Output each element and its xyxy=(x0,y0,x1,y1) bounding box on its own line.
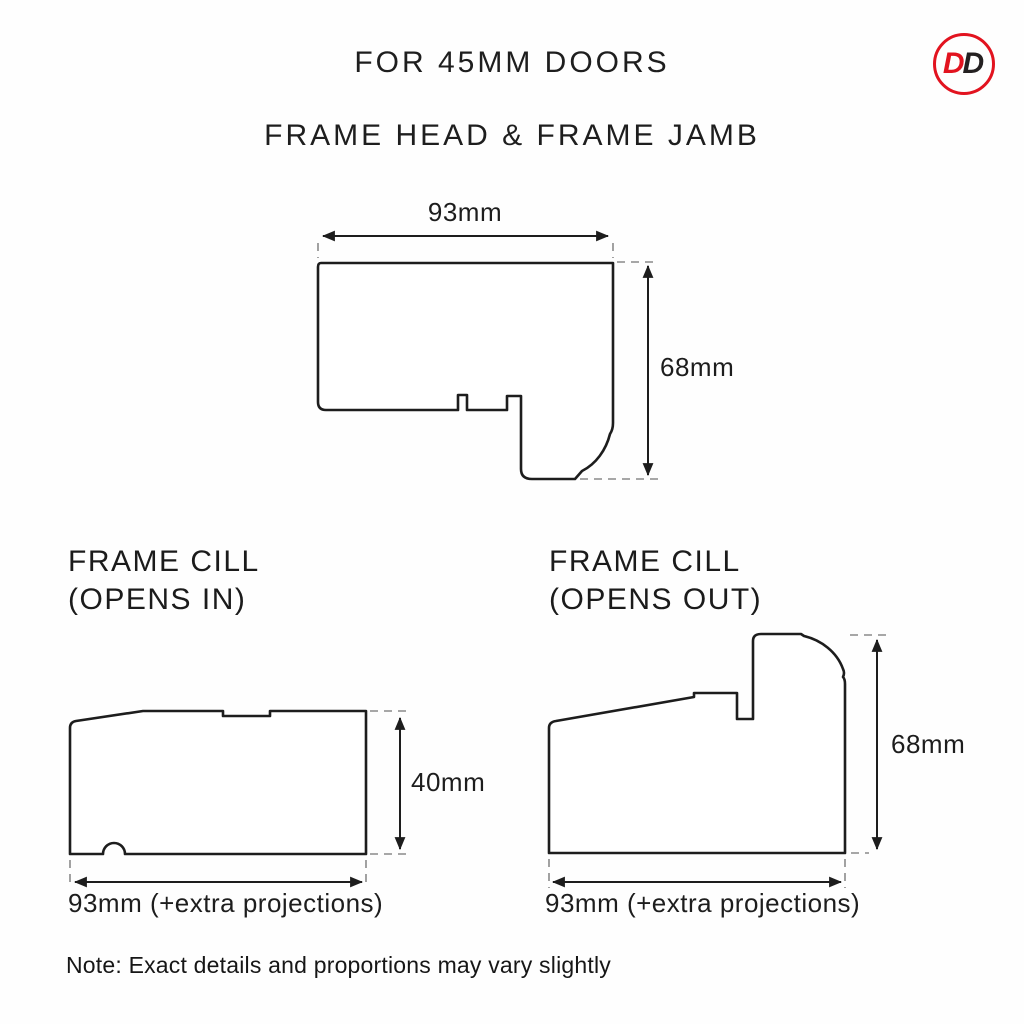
page-subtitle: FRAME HEAD & FRAME JAMB xyxy=(264,119,760,152)
head-jamb-profile-outline xyxy=(316,261,615,481)
head-jamb-diagram xyxy=(316,230,658,481)
cill-opens-in-height-label: 40mm xyxy=(411,767,486,797)
cill-opens-out-title-line1: FRAME CILL xyxy=(549,545,741,578)
cill-opens-in-title-line1: FRAME CILL xyxy=(68,545,260,578)
head-jamb-height-label: 68mm xyxy=(660,352,735,382)
cill-opens-out-height-label: 68mm xyxy=(891,729,966,759)
logo-letter-d1: D xyxy=(942,47,965,80)
cill-opens-out-diagram xyxy=(547,632,890,888)
cill-opens-in-title: FRAME CILL (OPENS IN) xyxy=(68,543,260,619)
page-title: FOR 45MM DOORS xyxy=(354,46,670,79)
footnote: Note: Exact details and proportions may … xyxy=(66,952,611,978)
cill-opens-out-extension-lines xyxy=(548,634,890,888)
cill-opens-in-title-line2: (OPENS IN) xyxy=(68,583,247,616)
cill-opens-out-title-line2: (OPENS OUT) xyxy=(549,583,763,616)
head-jamb-width-label: 93mm xyxy=(427,197,503,227)
cill-opens-in-diagram xyxy=(68,709,412,888)
head-jamb-extension-lines xyxy=(317,243,658,480)
cill-opens-in-width-label: 93mm (+extra projections) xyxy=(68,888,384,918)
cill-opens-in-profile-outline xyxy=(68,709,368,856)
brand-logo: D D xyxy=(933,33,995,95)
cill-opens-out-width-label: 93mm (+extra projections) xyxy=(545,888,861,918)
cill-opens-out-profile-outline xyxy=(547,632,847,855)
cill-opens-out-title: FRAME CILL (OPENS OUT) xyxy=(549,543,762,619)
logo-letter-d2: D xyxy=(962,47,985,80)
cill-opens-in-extension-lines xyxy=(69,710,412,888)
